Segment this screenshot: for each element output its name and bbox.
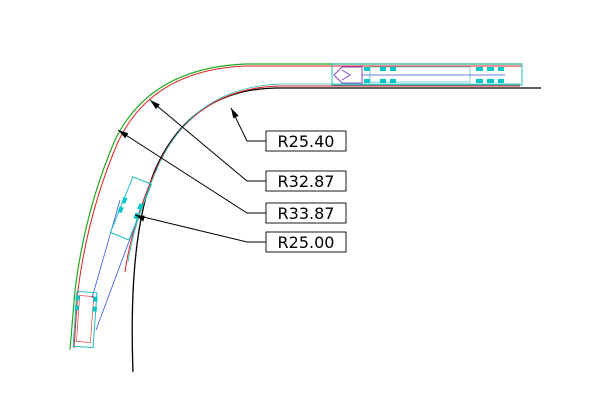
dimension-label-r2: R32.87 xyxy=(265,170,347,192)
cab-outline xyxy=(333,66,363,84)
dimension-leaders xyxy=(117,99,266,243)
leader-r4 xyxy=(134,214,266,243)
leader-r2 xyxy=(149,99,266,182)
dimension-label-r1: R25.40 xyxy=(265,130,347,152)
dimension-label-r3: R33.87 xyxy=(265,202,347,224)
trailer-body xyxy=(331,63,523,86)
arrowhead-r3 xyxy=(118,130,129,139)
vehicle-straight-section xyxy=(331,63,523,86)
dimension-text-r1: R25.40 xyxy=(278,132,335,151)
vehicle-curve-unit xyxy=(109,176,153,241)
leader-r3 xyxy=(117,129,266,214)
leader-r1 xyxy=(230,107,266,142)
outer-path-red xyxy=(73,65,522,349)
dimension-text-r2: R32.87 xyxy=(278,172,335,191)
road-edge-line xyxy=(131,87,541,373)
arrowhead-r4 xyxy=(135,215,145,222)
dimension-label-r4: R25.00 xyxy=(265,231,347,253)
inner-path-cyan xyxy=(127,83,520,263)
dimension-text-r4: R25.00 xyxy=(278,233,335,252)
wheels xyxy=(364,67,504,83)
outer-envelope-green xyxy=(69,63,522,351)
dimension-arrowheads xyxy=(118,100,239,222)
vehicle-lower-unit xyxy=(72,290,98,349)
arrowhead-r2 xyxy=(150,100,160,110)
arrowhead-r1 xyxy=(231,108,239,119)
dimension-text-r3: R33.87 xyxy=(278,204,335,223)
